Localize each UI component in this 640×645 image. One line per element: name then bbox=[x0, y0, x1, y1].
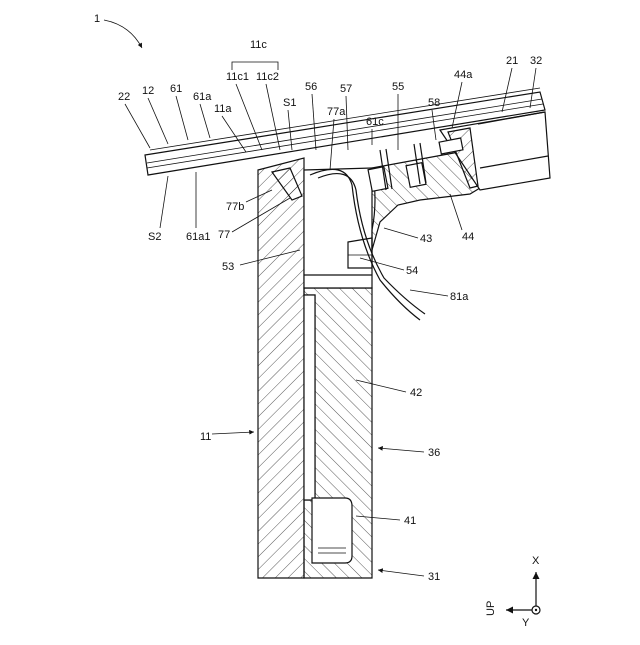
label-58: 58 bbox=[428, 97, 440, 109]
label-77: 77 bbox=[218, 229, 230, 241]
axis-y-label: Y bbox=[522, 617, 530, 629]
label-22: 22 bbox=[118, 91, 130, 103]
label-11c: 11c bbox=[250, 39, 267, 51]
label-77b: 77b bbox=[226, 201, 244, 213]
label-61: 61 bbox=[170, 83, 182, 95]
label-S2: S2 bbox=[148, 231, 161, 243]
label-11c2: 11c2 bbox=[256, 71, 279, 83]
label-56: 56 bbox=[305, 81, 317, 93]
label-61c: 61c bbox=[366, 116, 384, 128]
axis-x-label: X bbox=[532, 555, 540, 567]
label-57: 57 bbox=[340, 83, 352, 95]
label-44a: 44a bbox=[454, 69, 473, 81]
label-11c1: 11c1 bbox=[226, 71, 249, 83]
label-11a: 11a bbox=[214, 103, 232, 115]
block-42 bbox=[304, 288, 372, 578]
axis-indicator: X UP Y bbox=[485, 555, 540, 629]
label-43: 43 bbox=[420, 233, 432, 245]
label-61a1: 61a1 bbox=[186, 231, 210, 243]
label-55: 55 bbox=[392, 81, 404, 93]
label-53: 53 bbox=[222, 261, 234, 273]
wall-11 bbox=[258, 158, 304, 578]
label-44: 44 bbox=[462, 231, 474, 243]
label-42: 42 bbox=[410, 387, 422, 399]
label-12: 12 bbox=[142, 85, 154, 97]
axis-up-label: UP bbox=[485, 601, 497, 616]
label-31: 31 bbox=[428, 571, 440, 583]
label-32: 32 bbox=[530, 55, 542, 67]
label-77a: 77a bbox=[327, 106, 346, 118]
label-21: 21 bbox=[506, 55, 518, 67]
label-fig-ref: 1 bbox=[94, 13, 100, 25]
label-S1: S1 bbox=[283, 97, 296, 109]
label-54: 54 bbox=[406, 265, 418, 277]
label-81a: 81a bbox=[450, 291, 469, 303]
label-36: 36 bbox=[428, 447, 440, 459]
label-61a: 61a bbox=[193, 91, 212, 103]
housing-53 bbox=[304, 168, 375, 288]
label-11: 11 bbox=[200, 431, 211, 443]
label-41: 41 bbox=[404, 515, 416, 527]
